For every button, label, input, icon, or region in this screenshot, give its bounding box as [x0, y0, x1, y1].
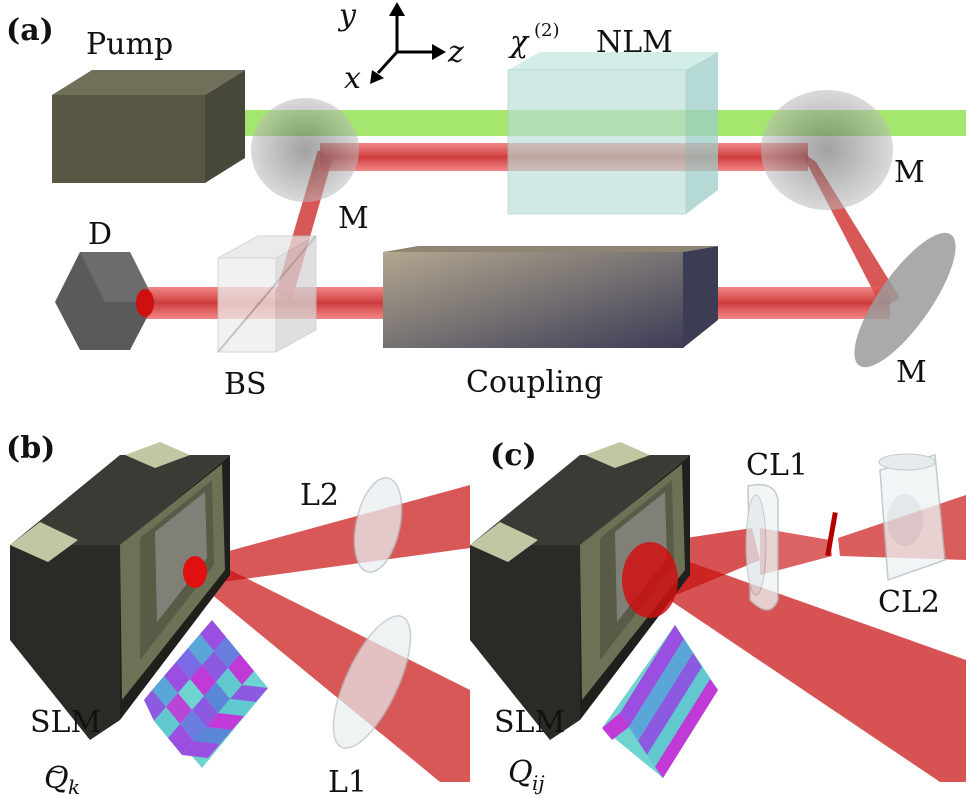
nonlinear-crystal	[507, 52, 718, 215]
phase-mask-striped	[602, 625, 718, 778]
nlm-label: NLM	[596, 25, 673, 60]
mirror-label-bottom-right: M	[896, 355, 927, 390]
detector	[55, 252, 155, 350]
panel-c-tag: (c)	[490, 438, 537, 473]
coordinate-axes	[370, 2, 446, 84]
coupling-element	[383, 246, 718, 348]
panel-a: (a) y z x Pump	[6, 0, 966, 402]
slm-label-c: SLM	[494, 705, 565, 740]
mask-subscript-b: k	[68, 775, 80, 798]
beam-splitter-label: BS	[224, 367, 267, 402]
nlm-chi-superscript: (2)	[534, 20, 560, 41]
panel-a-tag: (a)	[6, 13, 54, 48]
cl2-label: CL2	[878, 585, 940, 620]
lens-l2	[353, 477, 403, 573]
beam-to-l1	[188, 565, 470, 782]
panel-b: (b)	[6, 431, 470, 798]
mask-symbol-c: Q	[508, 755, 533, 790]
coupling-label: Coupling	[466, 365, 603, 400]
mirror-top-right	[761, 90, 893, 210]
mirror-top-left	[251, 98, 359, 202]
pump-laser	[52, 70, 245, 183]
cl1-label: CL1	[746, 448, 808, 483]
axis-label-z: z	[447, 35, 464, 70]
x-axis-arrow	[376, 50, 399, 75]
mirror-label-top-right: M	[894, 155, 925, 190]
panel-b-tag: (b)	[6, 431, 55, 466]
beam-splitter	[217, 235, 317, 353]
lens-l1-label: L1	[328, 765, 367, 798]
mask-subscript-c: ij	[532, 771, 545, 795]
phase-mask-random	[144, 620, 268, 768]
slm-label-b: SLM	[30, 705, 101, 740]
mirror-label-left: M	[338, 201, 369, 236]
detector-label: D	[88, 217, 112, 252]
beam-reflected	[640, 560, 966, 782]
slm-device-c	[470, 442, 690, 740]
cylindrical-lens-cl1	[745, 483, 779, 611]
nlm-chi-symbol: χ	[508, 25, 530, 60]
axis-label-y: y	[337, 0, 357, 33]
mask-accent-b: ~	[48, 759, 65, 783]
slm-device-b	[10, 442, 230, 740]
mirror-bottom-right	[854, 232, 956, 368]
lens-l2-label: L2	[300, 478, 339, 513]
panel-c: (c)	[470, 438, 966, 795]
axis-label-x: x	[344, 61, 361, 96]
beam-waist-line	[825, 511, 838, 557]
cylindrical-lens-cl2	[878, 453, 946, 582]
pump-label: Pump	[86, 27, 173, 62]
mask-symbol-b: Q	[44, 761, 69, 796]
lens-l1	[332, 615, 412, 749]
